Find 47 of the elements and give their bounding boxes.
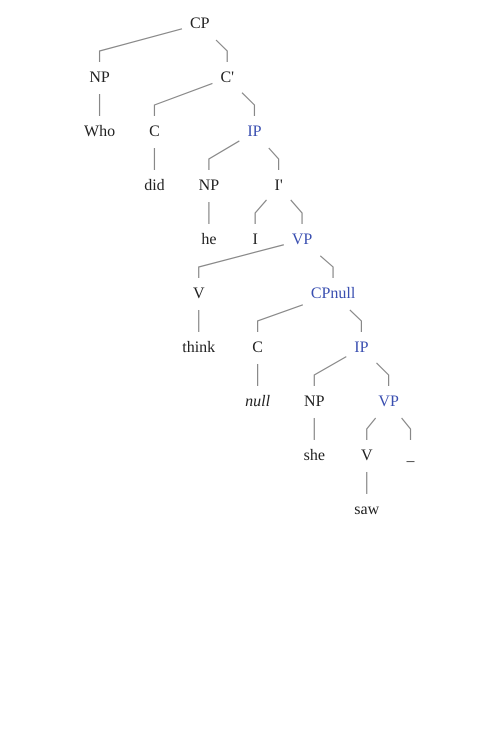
connector [198,244,284,278]
node-text: VP [378,392,399,410]
connector [256,304,303,332]
node-text: C [252,338,263,356]
connector [320,255,334,278]
connector [254,200,267,224]
node-text: C [148,122,160,140]
node-text: C' [220,68,234,86]
connector [366,418,376,440]
connector [366,472,368,494]
connector [268,148,279,170]
node-text: I [252,230,258,248]
connector [154,82,212,116]
connector [208,140,240,170]
node-text: V [360,446,372,464]
node-text: he [201,230,216,248]
node-text: she [303,446,325,464]
node-text: V [192,284,204,302]
connector [313,418,315,440]
connector [241,92,255,116]
node-text: Who [84,122,115,140]
node-text: IP [247,122,262,140]
node-text: _ [406,446,414,464]
connector [208,202,210,224]
node-text: NP [198,176,219,194]
node-text: did [144,176,164,194]
connector [349,310,362,332]
node-text: null [244,392,270,410]
node-text: NP [304,392,324,410]
node-text: CP [190,15,210,32]
connector [198,310,200,332]
connector [98,28,182,62]
connector [290,200,302,224]
node-text: VP [292,230,312,248]
node-text: saw [354,500,379,518]
connector [313,356,346,386]
connector [256,364,258,386]
node-text: I' [274,176,282,194]
node-text: CPnull [310,284,356,302]
node-text: NP [89,68,110,86]
node-text: IP [354,338,368,356]
connector [215,40,228,62]
node-text: think [182,338,215,356]
connector [98,94,100,116]
connector [154,148,155,170]
connector [376,362,389,386]
connector [400,418,411,440]
